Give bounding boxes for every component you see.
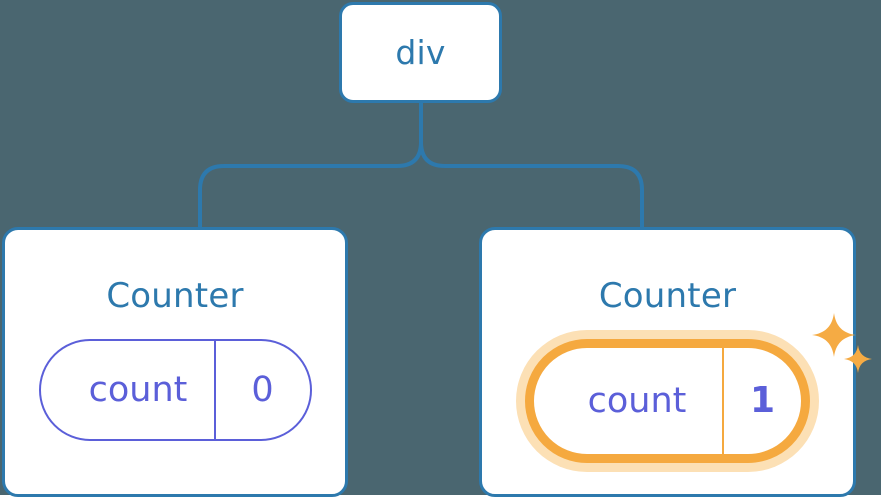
state-key-cell: count [41,341,216,439]
state-value-label: 0 [251,369,274,410]
node-root-div[interactable]: div [339,2,502,103]
node-title: Counter [598,276,737,316]
state-value-cell: 0 [216,341,310,439]
edge-root-to-right [419,103,644,227]
edge-root-to-left [198,103,423,227]
state-pill-wrapper-highlighted: count 1 [525,313,872,463]
state-pill-wrapper: count 0 [38,339,312,441]
state-value-cell: 1 [724,348,801,454]
state-key-label: count [587,380,687,421]
state-pill-highlighted[interactable]: count 1 [525,339,810,463]
node-counter-left[interactable]: Counter count 0 [2,227,348,497]
node-counter-right[interactable]: Counter count 1 [479,227,872,497]
state-value-label: 1 [749,380,776,421]
node-title: Counter [106,276,244,316]
node-root-label: div [395,33,446,72]
sparkle-icon [812,313,856,357]
state-pill[interactable]: count 0 [38,339,312,441]
state-key-label: count [88,369,188,410]
state-key-cell: count [534,348,724,454]
